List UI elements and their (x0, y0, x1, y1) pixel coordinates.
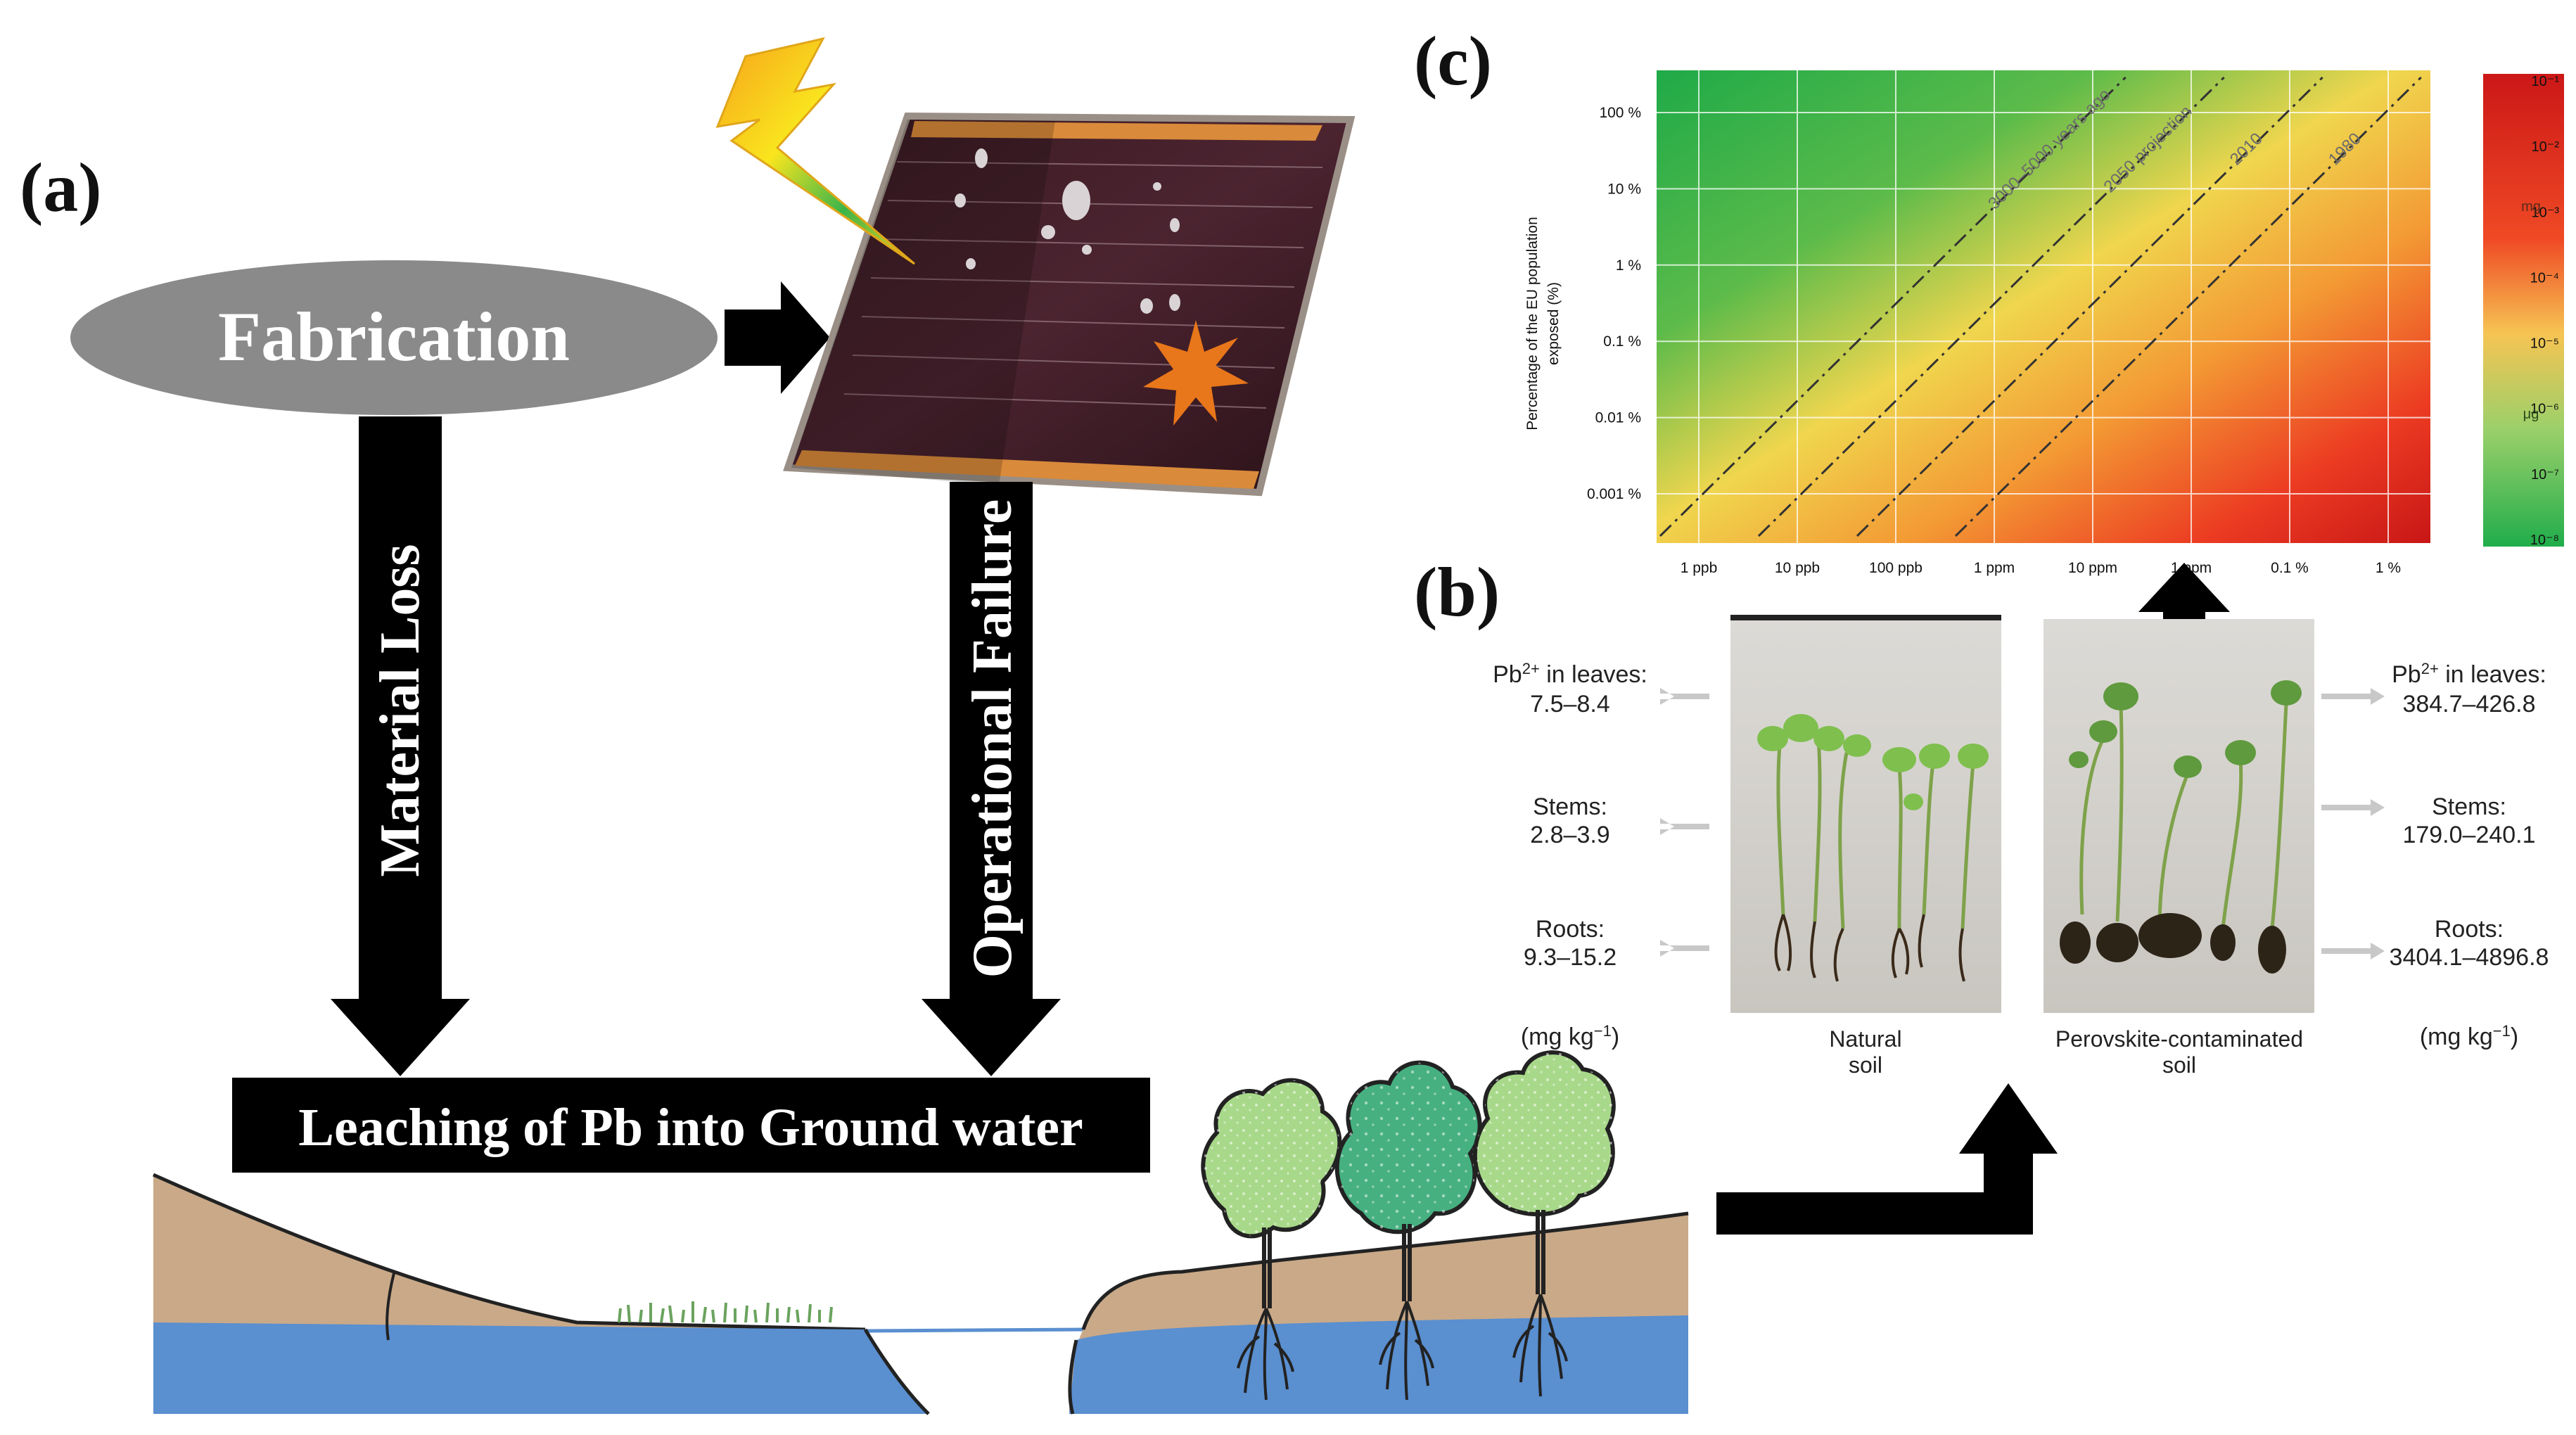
colorbar: 10⁻¹ 10⁻² 10⁻³ 10⁻⁴ 10⁻⁵ 10⁻⁶ 10⁻⁷ 10⁻⁸ mg μg (2483, 74, 2564, 548)
natural-soil-photo (1730, 615, 2001, 1013)
lightning-bolt-icon (715, 37, 915, 265)
tree-1 (1201, 1078, 1342, 1401)
colorbar-tick-label: 10⁻⁸ (2530, 532, 2559, 548)
right-roots-label: Roots: (2435, 916, 2504, 943)
y-axis-label-line2: exposed (%) (1545, 282, 1562, 365)
right-stems-label: Stems: (2432, 793, 2506, 820)
arrow-to-chart (2138, 563, 2230, 668)
colorbar-tick-label: 10⁻⁴ (2530, 270, 2559, 286)
colorbar-tick-label: 10⁻³ (2532, 205, 2560, 220)
colorbar-tick-label: 10⁻⁷ (2531, 467, 2559, 483)
left-leaves-value: 7.5–8.4 (1530, 691, 1609, 718)
right-pointer-arrows (2321, 688, 2385, 959)
fabrication-ellipse (70, 260, 718, 415)
material-loss-label: Material Loss (369, 544, 431, 876)
y-tick-label: 10 % (1607, 181, 1641, 197)
right-leaves-label: Pb2+ in leaves: (2392, 660, 2546, 689)
right-roots-value: 3404.1–4896.8 (2390, 944, 2549, 971)
iso-exposure-line (1757, 76, 2225, 537)
y-axis-label-line1: Percentage of the EU population (1524, 217, 1541, 431)
panel-label-c: (c) (1414, 22, 1492, 100)
contaminated-soil-values: Pb2+ in leaves: 384.7–426.8 Stems: 179.0… (2390, 660, 2549, 1051)
operational-failure-arrow (922, 482, 1061, 1076)
contaminated-soil-photo (2043, 619, 2314, 1013)
x-tick-label: 1 ppm (1974, 560, 2015, 576)
photo-captions: Natural soil Perovskite-contaminated soi… (1829, 1026, 2303, 1078)
colorbar-tick-label: 10⁻⁵ (2530, 336, 2559, 352)
groundwater-landscape (152, 1173, 1689, 1415)
y-tick-label: 100 % (1599, 105, 1641, 121)
colorbar-tick-label: 10⁻¹ (2532, 74, 2560, 89)
colorbar-gradient (2483, 74, 2564, 547)
material-loss-arrow (331, 416, 470, 1076)
left-pointer-arrows (1660, 688, 1709, 957)
y-tick-label: 0.1 % (1603, 333, 1641, 350)
left-stems-value: 2.8–3.9 (1530, 822, 1609, 848)
y-tick-label: 1 % (1616, 257, 1641, 274)
arrow-to-cell (725, 281, 830, 394)
x-tick-label: 1 % (2376, 560, 2401, 576)
colorbar-unit-ug: μg (2523, 407, 2539, 422)
colorbar-unit-mg: mg (2521, 199, 2541, 215)
left-leaves-label: Pb2+ in leaves: (1493, 660, 1647, 689)
tree-2 (1334, 1060, 1482, 1401)
leaching-label: Leaching of Pb into Ground water (298, 1098, 1083, 1157)
right-unit: (mg kg−1) (2420, 1022, 2518, 1051)
panel-label-a: (a) (20, 148, 102, 227)
left-roots-value: 9.3–15.2 (1524, 944, 1617, 971)
y-tick-label: 0.001 % (1587, 486, 1641, 502)
leaching-box (232, 1078, 1150, 1173)
left-stems-label: Stems: (1533, 793, 1607, 820)
right-stems-value: 179.0–240.1 (2402, 822, 2535, 848)
right-leaves-value: 384.7–426.8 (2402, 691, 2535, 718)
fabrication-label: Fabrication (218, 298, 570, 376)
caption-natural-line1: Natural (1829, 1026, 1901, 1052)
x-tick-label: 10 ppm (2068, 560, 2117, 576)
solar-cell-illustration (783, 112, 1356, 497)
x-tick-label: 10 ppb (1775, 560, 1820, 576)
colorbar-tick-label: 10⁻² (2532, 139, 2560, 155)
heatmap-area (1657, 70, 2430, 543)
colorbar-tick-label: 10⁻⁶ (2530, 402, 2559, 417)
x-tick-label: 100 ppb (1869, 560, 1923, 576)
x-tick-label: 1 ppb (1681, 560, 1718, 576)
arrow-to-plants (1716, 1083, 2058, 1235)
y-tick-label: 0.01 % (1595, 410, 1641, 426)
caption-contaminated-line2: soil (2162, 1052, 2196, 1078)
caption-natural-line2: soil (1849, 1052, 1882, 1078)
iso-exposure-line (1856, 76, 2323, 537)
tree-3 (1472, 1050, 1616, 1397)
left-roots-label: Roots: (1536, 916, 1605, 943)
panel-label-b: (b) (1414, 553, 1500, 631)
caption-contaminated-line1: Perovskite-contaminated (2055, 1026, 2303, 1052)
iso-exposure-line (1659, 76, 2127, 537)
operational-failure-label: Operational Failure (962, 499, 1024, 978)
x-tick-label: 0.1 % (2271, 560, 2309, 576)
left-unit: (mg kg−1) (1521, 1022, 1619, 1051)
natural-soil-values: Pb2+ in leaves: 7.5–8.4 Stems: 2.8–3.9 R… (1493, 660, 1647, 1051)
iso-exposure-line (1954, 76, 2422, 537)
